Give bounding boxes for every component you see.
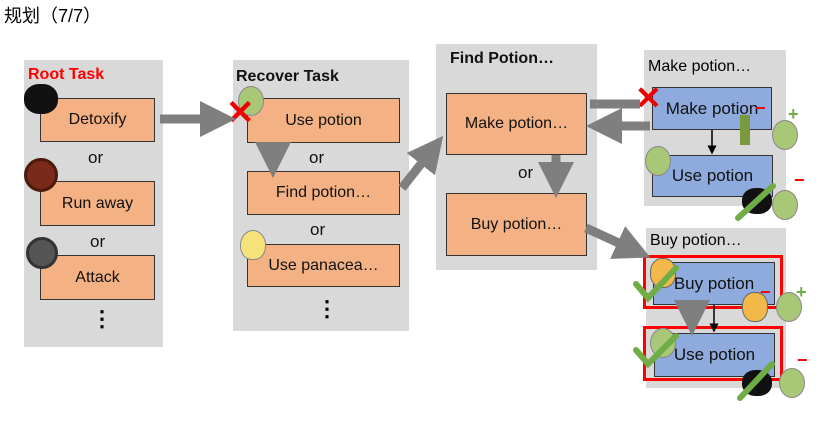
or-label: or	[90, 232, 106, 251]
potion-bottle-icon	[776, 292, 802, 322]
skull-badge-icon	[24, 158, 58, 192]
detoxify-task[interactable]: Detoxify	[40, 98, 155, 142]
attack-task[interactable]: Attack	[40, 255, 155, 300]
money-bag-icon	[650, 258, 676, 288]
or-label: or	[310, 220, 326, 239]
minus-sign: −	[760, 282, 771, 302]
poison-icon	[742, 370, 772, 396]
run-away-task[interactable]: Run away	[40, 181, 155, 226]
find-potion-task[interactable]: Find potion…	[247, 171, 400, 215]
or-label: or	[518, 163, 534, 182]
minus-sign: −	[797, 350, 808, 370]
potion-bottle-icon	[772, 120, 798, 150]
page-title: 规划（7/7）	[4, 6, 102, 26]
more-ellipsis: ⋮	[316, 296, 338, 321]
potion-bottle-icon	[645, 146, 671, 176]
minus-sign: −	[755, 98, 766, 118]
or-label: or	[88, 148, 104, 167]
buy-potion-task[interactable]: Buy potion…	[446, 193, 587, 256]
use-potion-task[interactable]: Use potion	[247, 98, 400, 143]
herb-icon	[740, 115, 750, 145]
make-potion-title: Make potion…	[648, 58, 752, 75]
recover-task-title: Recover Task	[236, 68, 339, 85]
poison-icon	[24, 84, 58, 114]
more-ellipsis: ⋮	[91, 306, 113, 331]
potion-bottle-icon	[779, 368, 805, 398]
plus-sign: +	[788, 104, 799, 124]
make-potion-primitive[interactable]: Make potion	[652, 87, 772, 130]
potion-bottle-icon	[650, 328, 676, 358]
use-panacea-task[interactable]: Use panacea…	[247, 244, 400, 287]
root-task-title: Root Task	[28, 66, 105, 83]
poison-icon	[742, 188, 772, 214]
buy-potion-title: Buy potion…	[650, 232, 742, 249]
plus-sign: +	[796, 282, 807, 302]
minus-sign: −	[794, 170, 805, 190]
make-potion-task[interactable]: Make potion…	[446, 93, 587, 155]
potion-bottle-icon	[772, 190, 798, 220]
red-x-fail-icon: ✕	[635, 80, 662, 116]
red-x-fail-icon: ✕	[226, 94, 255, 132]
find-potion-title: Find Potion…	[450, 50, 554, 67]
panacea-bottle-icon	[240, 230, 266, 260]
skull-icon	[26, 237, 58, 269]
or-label: or	[309, 148, 325, 167]
money-bag-icon	[742, 292, 768, 322]
potion-bottle-icon	[238, 86, 264, 116]
